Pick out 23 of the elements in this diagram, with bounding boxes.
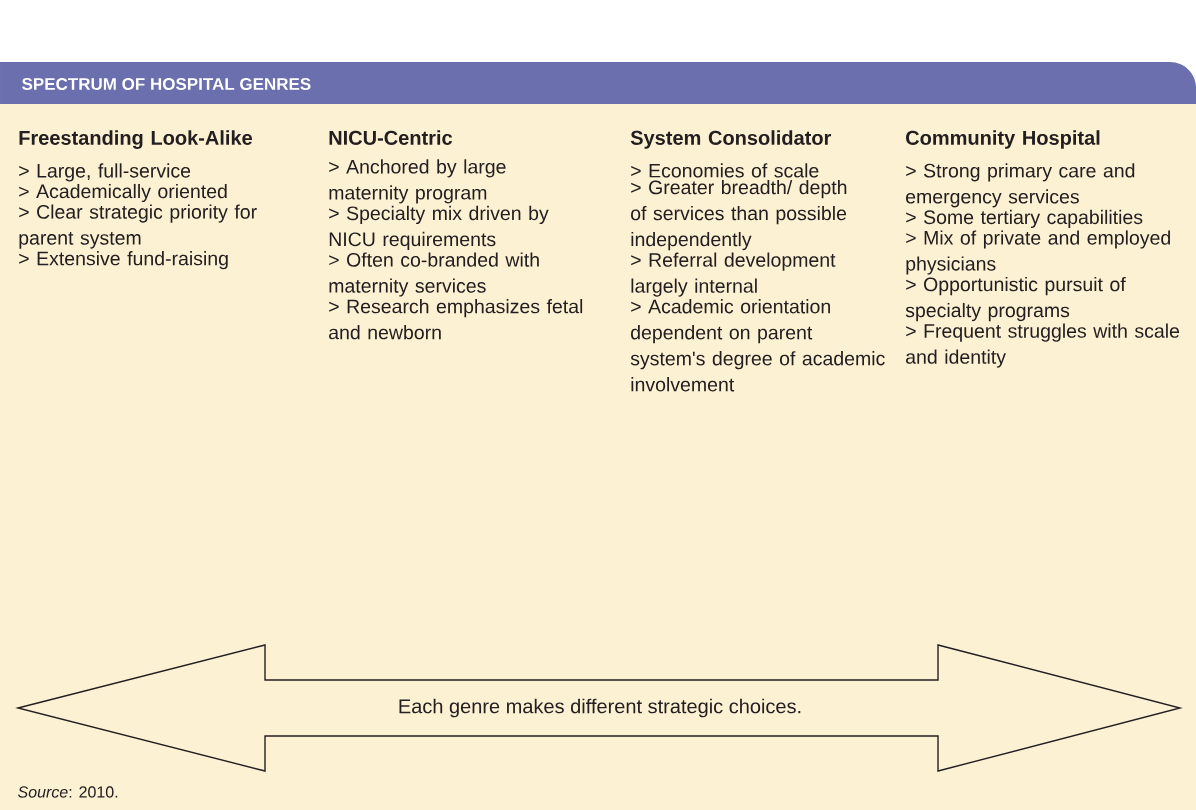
column-heading: Community Hospital [906, 130, 1100, 149]
column-heading: NICU-Centric [329, 130, 453, 145]
bullet-item: > Economies of scale [631, 163, 819, 178]
bullet-item: > Specialty mix driven by NICU requirements [329, 205, 549, 251]
bullet-item: > Referral development largely internal [631, 252, 836, 297]
bullet-item: > Extensive fund-raising [19, 251, 228, 270]
bullet-item: > Greater breadth/ depth of services than possible independently [631, 179, 847, 251]
bullet-item: > Clear strategic priority for parent system [19, 204, 257, 249]
bullet-item: > Anchored by large maternity program [329, 159, 506, 204]
column-heading: Freestanding Look-Alike [19, 130, 252, 149]
column-heading: System Consolidator [630, 130, 832, 149]
bullet-item: > Some tertiary capabilities [906, 209, 1143, 228]
header-band: SPECTRUM OF HOSPITAL GENRES [0, 62, 1196, 104]
bullet-item: > Academic orientation dependent on parent system's degree of academic involvement [630, 299, 885, 392]
bullet-item: > Opportunistic pursuit of specialty programs [905, 276, 1126, 322]
bullet-item: > Mix of private and employed physicians [906, 230, 1170, 275]
bullet-item: > Academically oriented [19, 183, 227, 203]
bullet-item: > Frequent struggles with scale and identity [906, 323, 1180, 368]
bullet-item: > Often co-branded with maternity services [329, 252, 539, 297]
bullet-item: > Large, full-service [19, 163, 191, 182]
bullet-item: > Research emphasizes fetal and newborn [329, 299, 583, 340]
source-note: Source: 2010. [18, 786, 118, 798]
bullet-item: > Strong primary care and emergency services [906, 163, 1135, 208]
